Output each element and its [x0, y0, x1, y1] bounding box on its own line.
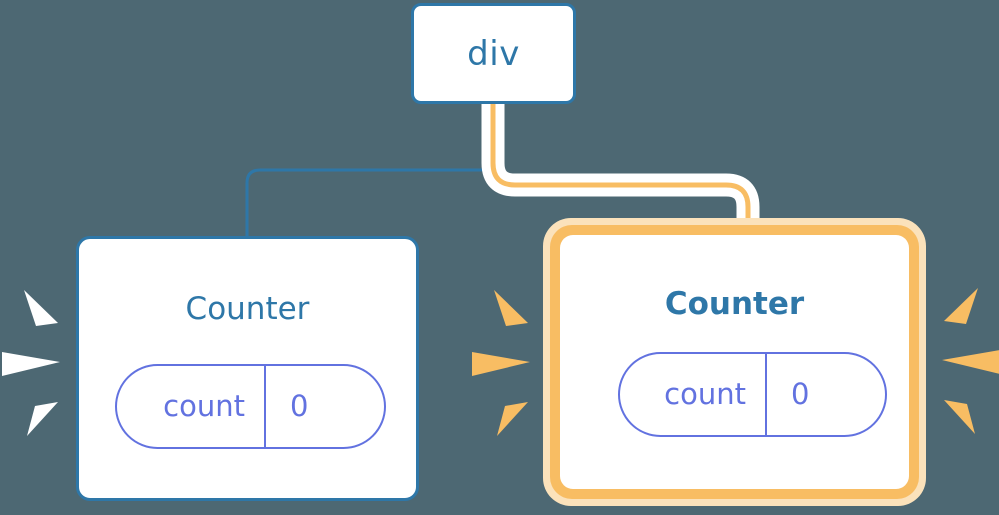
node-counter-right-highlight-glow: Counter count 0: [543, 218, 926, 506]
sparkle-ray-icon: [497, 402, 528, 436]
node-counter-right[interactable]: Counter count 0: [560, 235, 909, 489]
edge-div-to-right-counter: [490, 101, 751, 231]
sparkle-ray-icon: [942, 350, 999, 374]
sparkle-ray-icon: [472, 352, 530, 376]
state-key-right: count: [664, 377, 746, 411]
sparkle-burst-orange-middle: [472, 290, 530, 436]
sparkle-ray-icon: [27, 402, 58, 436]
sparkle-ray-icon: [494, 290, 528, 326]
edge-div-to-left-counter: [245, 102, 495, 238]
node-div[interactable]: div: [411, 3, 576, 104]
state-key-left: count: [163, 389, 245, 423]
sparkle-ray-icon: [24, 290, 58, 326]
state-value-right: 0: [791, 377, 810, 411]
node-counter-left[interactable]: Counter count 0: [76, 236, 419, 501]
sparkle-ray-icon: [944, 288, 978, 324]
node-counter-right-title: Counter: [664, 286, 805, 322]
state-pill-left: count 0: [115, 364, 386, 449]
state-pill-right: count 0: [618, 352, 887, 437]
state-pill-divider-left: [264, 366, 266, 447]
sparkle-burst-orange-right: [942, 288, 999, 434]
node-div-label: div: [467, 33, 520, 74]
node-counter-left-title: Counter: [185, 291, 310, 327]
sparkle-ray-icon: [2, 352, 60, 376]
edge-div-to-right-counter-halo: [481, 92, 760, 240]
sparkle-burst-white-left: [2, 290, 60, 436]
state-pill-divider-right: [765, 354, 767, 435]
node-counter-right-highlight-ring: Counter count 0: [550, 225, 919, 499]
sparkle-ray-icon: [944, 400, 975, 434]
state-value-left: 0: [290, 389, 309, 423]
